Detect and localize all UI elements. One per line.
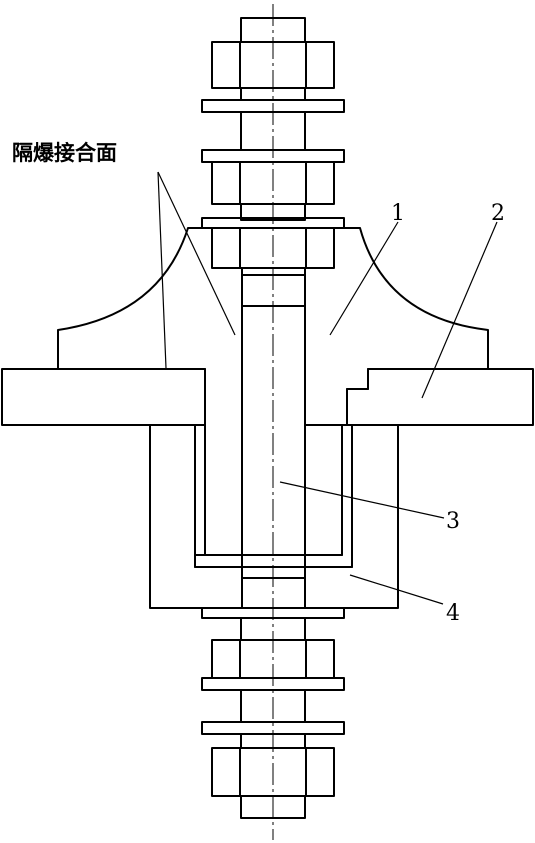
insulator-lower-cup	[149, 424, 399, 609]
wall-plate-right	[346, 368, 534, 426]
leader-title-1	[157, 171, 167, 369]
explosion-proof-joint-label: 隔爆接合面	[12, 141, 117, 165]
flange-inner-gap	[204, 425, 343, 556]
leader-part-1	[329, 221, 399, 336]
insulator-upper-flange-right-stem	[304, 274, 343, 556]
leader-title-2	[157, 171, 236, 336]
leader-part-3	[279, 481, 445, 519]
leader-part-2	[421, 221, 498, 399]
part-label-2: 2	[491, 201, 505, 226]
part-label-4: 4	[446, 601, 460, 626]
wall-plate-left	[1, 368, 206, 426]
part-label-1: 1	[391, 201, 405, 226]
part-label-3: 3	[446, 509, 460, 534]
leader-part-4	[349, 574, 444, 605]
